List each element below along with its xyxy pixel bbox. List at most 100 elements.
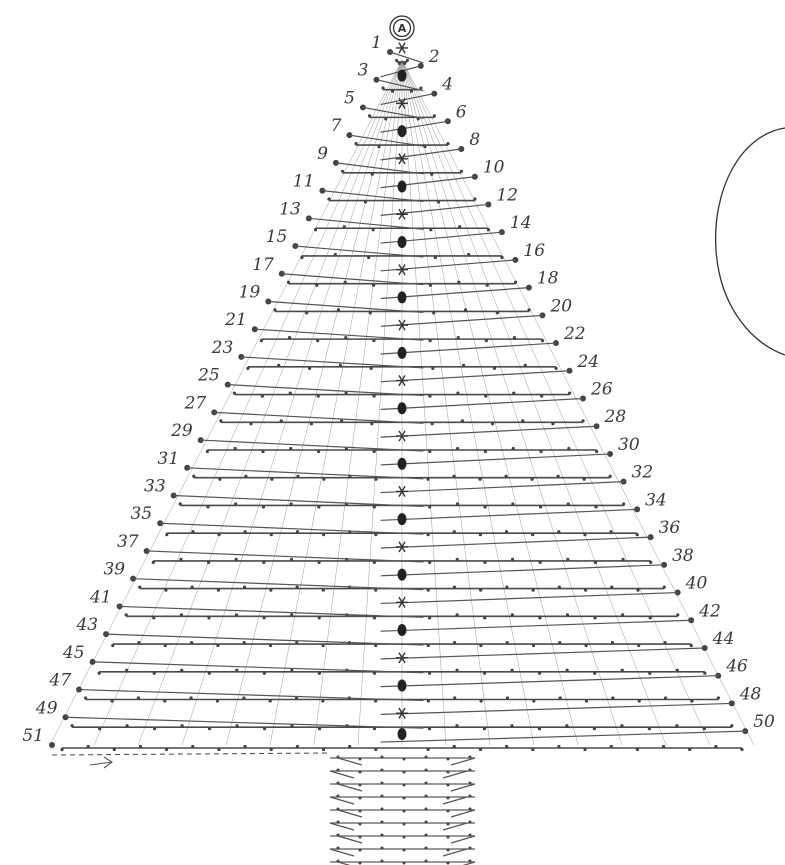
stitch-dot [208,727,211,730]
stitch-dot [125,669,128,672]
stitch-dot [566,613,569,616]
stitch-dot [676,669,679,672]
stitch-dot [374,533,377,536]
trunk-dot [381,795,384,798]
stitch-dot [318,727,321,730]
trunk-dot [337,769,340,772]
trunk-dot [425,821,428,824]
trunk-dot [359,810,362,813]
stitch-dot [377,145,380,148]
stitch-dot [538,616,541,619]
stitch-dot [207,561,210,564]
trunk-dot [359,862,362,865]
stitch-dot [512,447,515,450]
stitch-dot [111,644,114,647]
stitch-dot [125,613,128,616]
stitch-dot [263,727,266,730]
stitch-dot [235,558,238,561]
stitch-dot [478,478,481,481]
stitch-dot [191,530,194,533]
row-number-label: 41 [89,587,112,607]
row-number-label: 11 [293,172,315,192]
stitch-dot [216,644,219,647]
stitch-dot [113,748,116,751]
stitch-dot [398,62,401,65]
stitch-dot [557,745,560,748]
row-number-label: 33 [144,477,166,497]
stitch-dot [270,748,273,751]
stitch-dot [374,699,377,702]
stitch-dot [486,284,489,287]
trunk-dot [403,862,406,865]
trunk-dot [359,758,362,761]
zigzag-segment [381,565,665,576]
stitch-dot [371,173,374,176]
stitch-dot [242,696,245,699]
stitch-dot [71,724,74,727]
stitch-dot [431,367,434,370]
stitch-dot [87,745,90,748]
trunk-dot [359,784,362,787]
stitch-dot [505,586,508,589]
stitch-dot [506,696,509,699]
trunk-dot [403,771,406,774]
stitch-dot [343,225,346,228]
stitch-dot [262,505,265,508]
stitch-dot [289,447,292,450]
trunk-dot [469,834,472,837]
trunk-dot [403,823,406,826]
stitch-dot [566,558,569,561]
row-number-label: 13 [279,199,301,219]
row-number-label: 42 [698,601,721,621]
stitch-dot [234,447,237,450]
stitch-dot [290,613,293,616]
row-number-label: 20 [549,296,572,316]
stitch-dot [369,311,372,314]
stitch-dot [457,281,460,284]
zigzag-segment [381,703,732,714]
stitch-dot [559,696,562,699]
row-number-label: 29 [170,421,193,441]
row-number-label: 45 [62,643,85,663]
stitch-dot [585,699,588,702]
stitch-dot [289,391,292,394]
stitch-dot [663,641,666,644]
stitch-dot [622,502,625,505]
stitch-dot [370,422,373,425]
stitch-dot [582,419,585,422]
stitch-dot [531,533,534,536]
stitch-dot [539,450,542,453]
stitch-dot [611,641,614,644]
stitch-dot [427,533,430,536]
stitch-dot [453,586,456,589]
stitch-dot [593,616,596,619]
stitch-dot [557,530,560,533]
stitch-dot [321,699,324,702]
stitch-dot [539,505,542,508]
stitch-dot [373,505,376,508]
stitch-dot [432,311,435,314]
row-number-label: 19 [239,282,261,302]
trunk-dot [381,808,384,811]
trunk-dot [359,797,362,800]
stitch-dot [190,696,193,699]
stitch-dot [427,644,430,647]
stitch-dot [453,530,456,533]
trunk-dot [381,860,384,863]
stitch-dot [300,256,303,259]
stitch-dot [593,672,596,675]
trunk-dot [425,860,428,863]
stitch-dot [455,669,458,672]
trunk-row [330,847,475,857]
stitch-dot [649,561,652,564]
stitch-dot [555,367,558,370]
stitch-dot [263,672,266,675]
stitch-dot [368,114,371,117]
stitch-dot [484,394,487,397]
stitch-dot [456,502,459,505]
stitch-dot [382,87,385,90]
stitch-dot [524,364,527,367]
trunk-zig-right [451,784,475,791]
stitch-dot [249,422,252,425]
stitch-dot [460,170,463,173]
